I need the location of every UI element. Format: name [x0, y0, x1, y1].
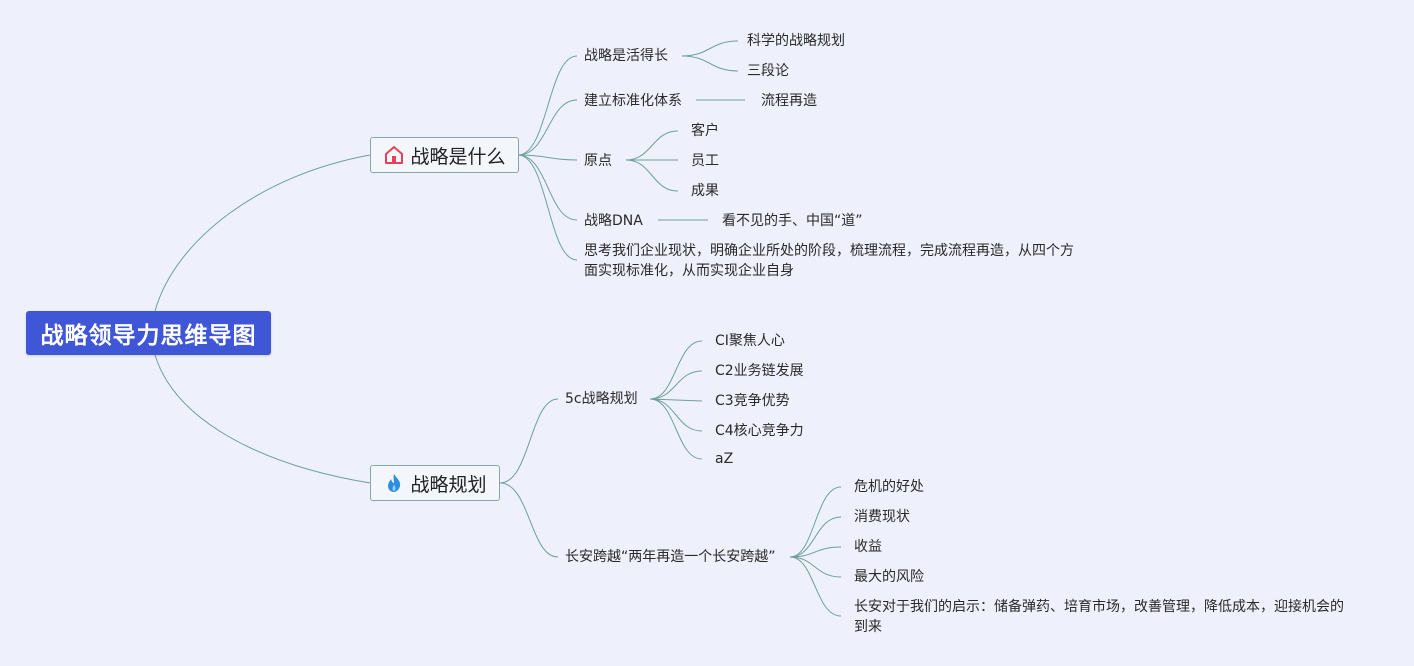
node-revenue[interactable]: 收益	[854, 539, 882, 555]
node-consumption[interactable]: 消费现状	[854, 509, 910, 525]
edge-ca-g3	[789, 546, 842, 558]
edge-b1-c3	[517, 154, 578, 161]
node-employee[interactable]: 员工	[691, 153, 719, 169]
edge-ca-g4	[789, 556, 842, 578]
node-5c-planning[interactable]: 5c战略规划	[565, 391, 638, 407]
node-origin[interactable]: 原点	[584, 153, 612, 169]
node-results[interactable]: 成果	[691, 183, 719, 199]
node-changan[interactable]: 长安跨越“两年再造一个长安跨越”	[565, 549, 776, 565]
node-three-stage[interactable]: 三段论	[747, 63, 789, 79]
root-label: 战略领导力思维导图	[40, 323, 257, 349]
node-changan-insight[interactable]: 长安对于我们的启示：储备弹药、培育市场，改善管理，降低成本，迎接机会的到来	[854, 599, 1344, 635]
node-reflection[interactable]: 思考我们企业现状，明确企业所处的阶段，梳理流程，完成流程再造，从四个方面实现标准…	[584, 243, 1074, 279]
edge-ca-g1	[789, 486, 842, 558]
edge-root-branch1	[154, 154, 371, 312]
edge-b2-c2	[499, 482, 559, 558]
house-icon	[383, 144, 405, 166]
branch-label: 战略是什么	[410, 145, 506, 168]
branch-label: 战略规划	[410, 473, 487, 496]
node-az[interactable]: aZ	[715, 451, 734, 467]
edge-c3-g1	[625, 130, 679, 161]
node-c3[interactable]: C3竞争优势	[715, 393, 790, 409]
edge-ca-g2	[789, 516, 842, 558]
node-invisible-hand[interactable]: 看不见的手、中国“道”	[722, 213, 863, 229]
edge-b1-c2	[517, 99, 578, 156]
node-customer[interactable]: 客户	[691, 123, 719, 139]
branch-node-strategy-plan[interactable]: 战略规划	[370, 465, 500, 501]
node-biggest-risk[interactable]: 最大的风险	[854, 569, 924, 585]
edge-5c-g4	[649, 398, 703, 432]
edge-5c-g2	[649, 370, 703, 400]
edge-root-branch2	[154, 354, 371, 484]
edge-c3-g3	[625, 159, 679, 192]
edge-5c-g5	[649, 398, 703, 460]
node-standardization[interactable]: 建立标准化体系	[584, 93, 682, 109]
node-crisis-benefit[interactable]: 危机的好处	[854, 479, 924, 495]
branch-node-strategy-what[interactable]: 战略是什么	[370, 137, 519, 173]
node-scientific-planning[interactable]: 科学的战略规划	[747, 33, 845, 49]
node-strategy-long-life[interactable]: 战略是活得长	[584, 48, 668, 64]
edge-ca-g5	[789, 556, 842, 617]
node-strategy-dna[interactable]: 战略DNA	[584, 213, 643, 229]
edge-b1-c4	[517, 154, 578, 221]
node-c2[interactable]: C2业务链发展	[715, 363, 804, 379]
edge-b1-c1	[517, 55, 578, 156]
edge-b1-c5	[517, 154, 578, 261]
edge-5c-g1	[649, 340, 703, 400]
node-c1[interactable]: CI聚焦人心	[715, 333, 785, 349]
flame-icon	[383, 472, 405, 494]
edge-c1-g2	[681, 55, 739, 72]
node-process-reengineering[interactable]: 流程再造	[761, 93, 817, 109]
edge-5c-g3	[649, 398, 703, 402]
edge-c1-g1	[681, 40, 739, 57]
node-c4[interactable]: C4核心竞争力	[715, 423, 804, 439]
edge-b2-c1	[499, 398, 559, 484]
root-node[interactable]: 战略领导力思维导图	[26, 311, 271, 355]
